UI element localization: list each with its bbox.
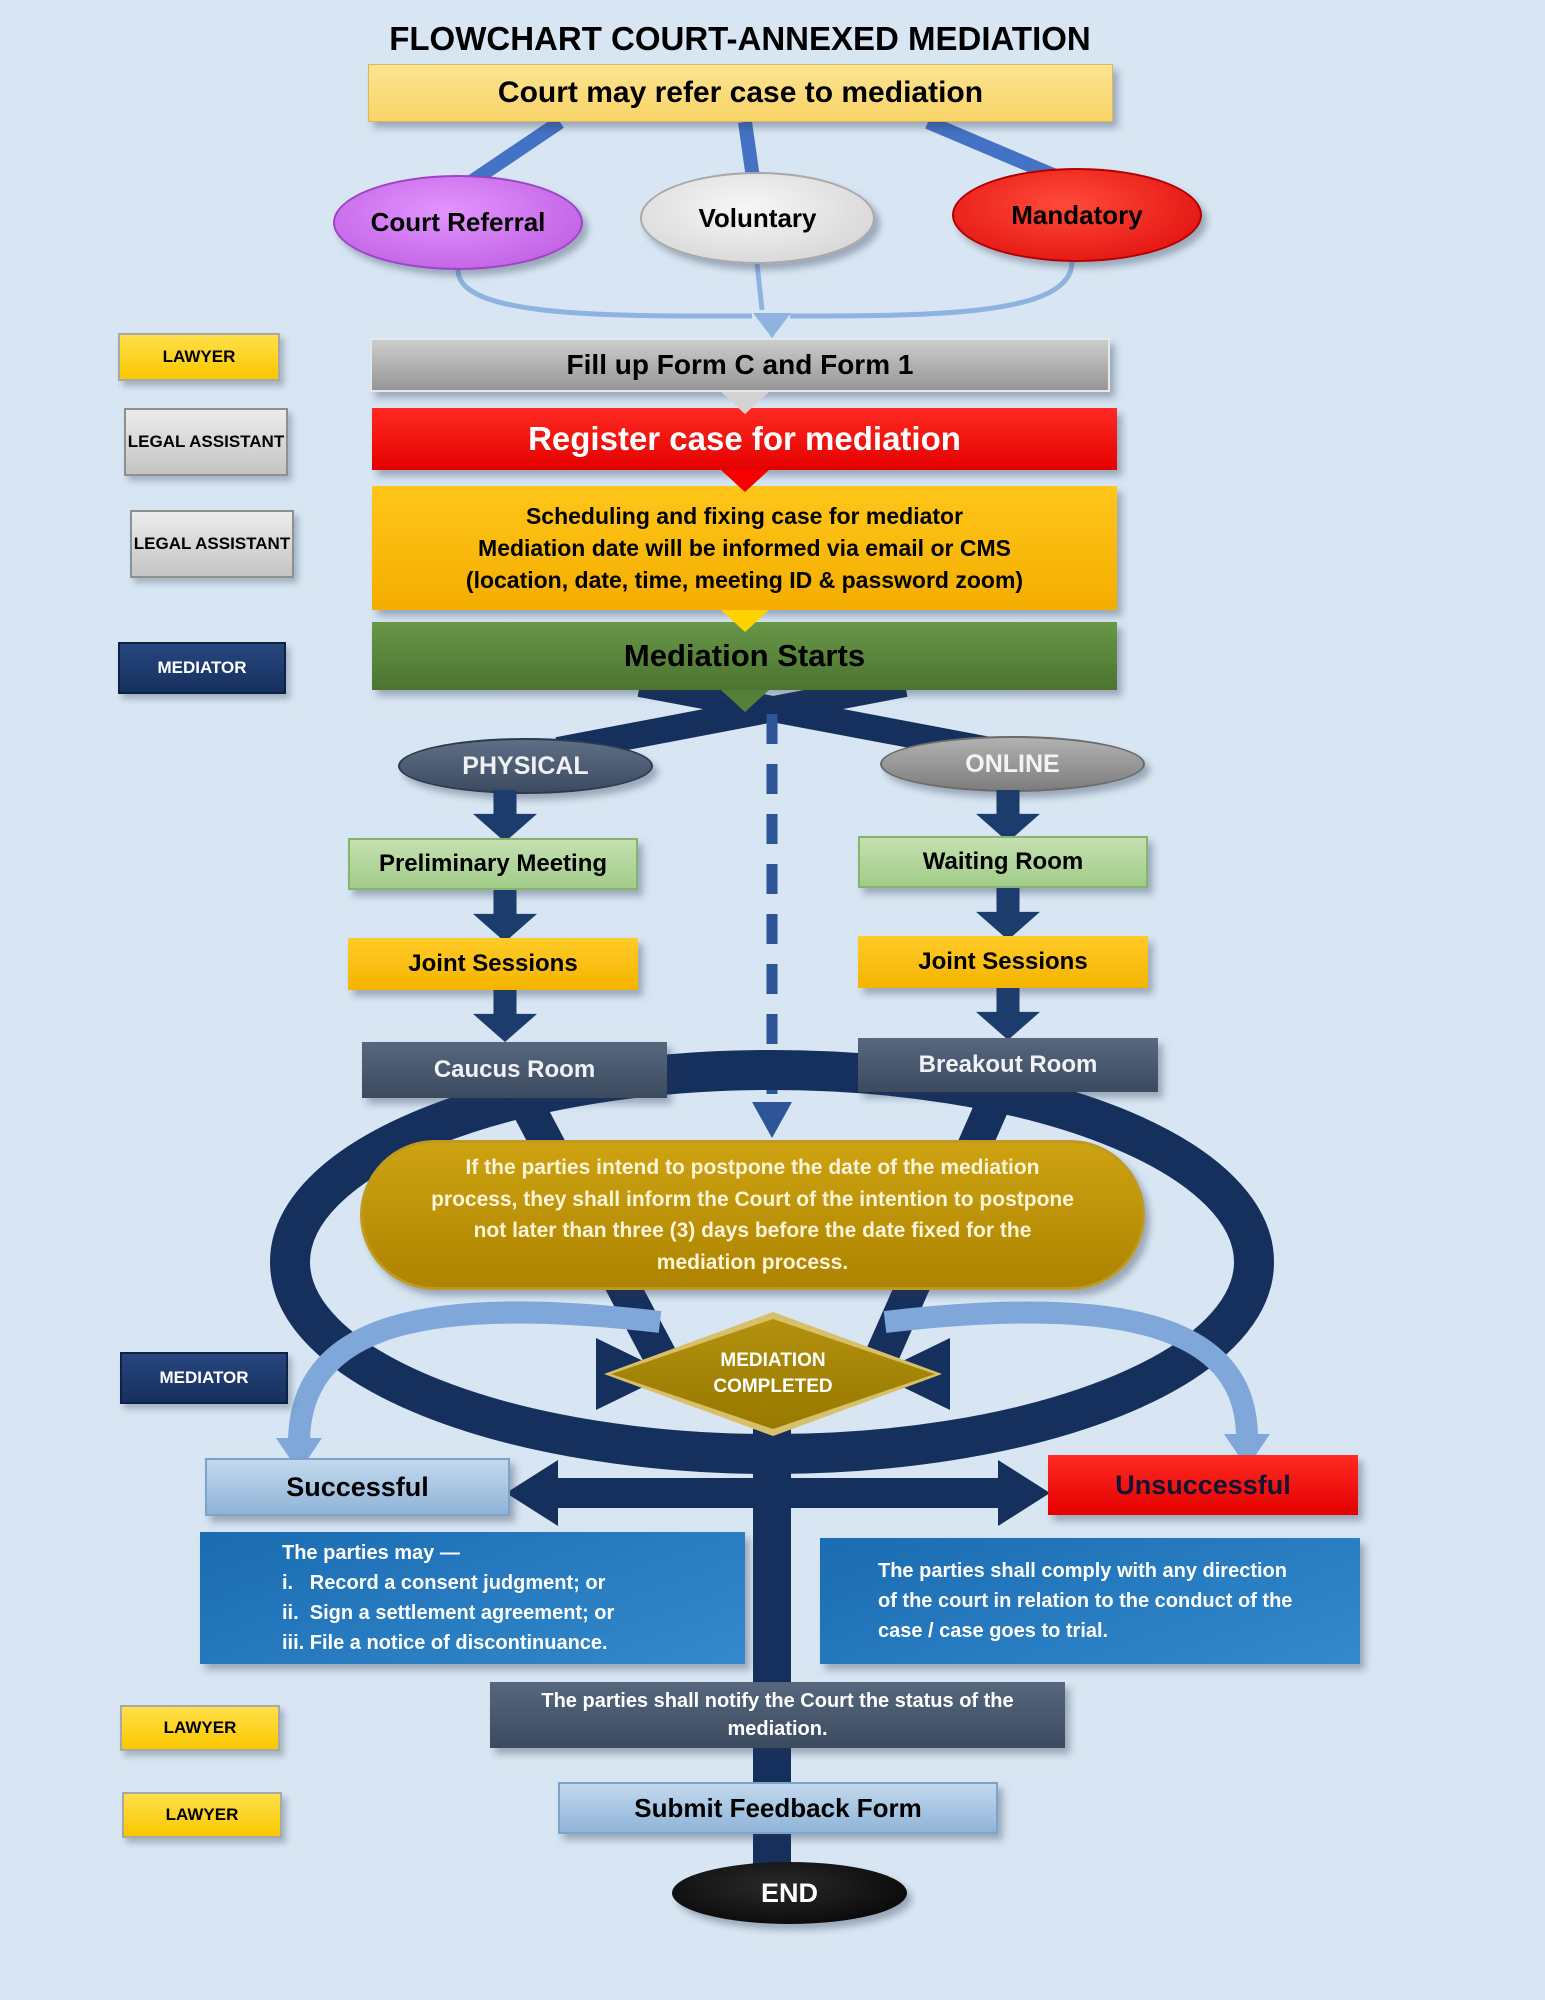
page-title: FLOWCHART COURT-ANNEXED MEDIATION [389,20,1091,57]
successful-detail-box: The parties may — i. Record a consent ju… [200,1532,745,1664]
dashed-center-line [752,714,792,1138]
role-label-lawyer-2: LAWYER [120,1705,280,1751]
online-oval: ONLINE [880,736,1145,792]
scheduling-line-1: Scheduling and fixing case for mediator [525,502,964,529]
breakout-room-box: Breakout Room [858,1038,1158,1092]
scheduling-line-2: Mediation date will be informed via emai… [478,534,1011,561]
role-label-lawyer-1: LAWYER [118,333,280,381]
connector-triangle-gray [721,392,769,414]
connector-triangle-red [721,470,769,492]
oval-converge-bracket [455,261,1075,338]
voluntary-oval: Voluntary [640,172,875,264]
outcome-swoop-arrows [276,1301,1270,1472]
successful-detail-item-2: ii. Sign a settlement agreement; or [282,1602,615,1624]
role-label-lawyer-3: LAWYER [122,1792,282,1838]
joint-sessions-physical-box: Joint Sessions [348,938,638,990]
successful-detail-item-3: iii. File a notice of discontinuance. [282,1632,608,1654]
decision-line-2: COMPLETED [713,1375,833,1397]
top-diverge-lines [464,115,1063,190]
branch-cross-arrows [555,671,993,763]
feedback-form-box: Submit Feedback Form [558,1782,998,1834]
role-label-legal-assistant-1: LEGAL ASSISTANT [124,408,288,476]
mediation-starts-box: Mediation Starts [372,622,1117,690]
connector-triangle-green [721,690,769,712]
register-box: Register case for mediation [372,408,1117,470]
successful-box: Successful [205,1458,510,1516]
connector-triangle-yellow [721,610,769,632]
postpone-note-box: If the parties intend to postpone the da… [360,1140,1145,1290]
court-referral-oval: Court Referral [333,175,583,270]
successful-detail-intro: The parties may — [282,1542,460,1564]
fill-form-box: Fill up Form C and Form 1 [370,338,1110,392]
scheduling-box: Scheduling and fixing case for mediator … [372,486,1117,610]
joint-sessions-online-box: Joint Sessions [858,936,1148,988]
role-label-mediator-2: MEDIATOR [120,1352,288,1404]
end-oval: END [672,1862,907,1924]
unsuccessful-box: Unsuccessful [1048,1455,1358,1515]
role-label-legal-assistant-2: LEGAL ASSISTANT [130,510,294,578]
waiting-room-box: Waiting Room [858,836,1148,888]
mandatory-oval: Mandatory [952,168,1202,262]
caucus-room-box: Caucus Room [362,1042,667,1098]
decision-diamond-label: MEDIATION COMPLETED [604,1348,942,1399]
role-label-mediator-1: MEDIATOR [118,642,286,694]
preliminary-meeting-box: Preliminary Meeting [348,838,638,890]
unsuccessful-detail-box: The parties shall comply with any direct… [820,1538,1360,1664]
scheduling-line-3: (location, date, time, meeting ID & pass… [465,567,1024,594]
decision-line-1: MEDIATION [720,1350,826,1371]
notify-court-box: The parties shall notify the Court the s… [490,1682,1065,1748]
physical-oval: PHYSICAL [398,738,653,794]
successful-detail-item-1: i. Record a consent judgment; or [282,1572,606,1594]
court-refer-box: Court may refer case to mediation [368,64,1113,122]
